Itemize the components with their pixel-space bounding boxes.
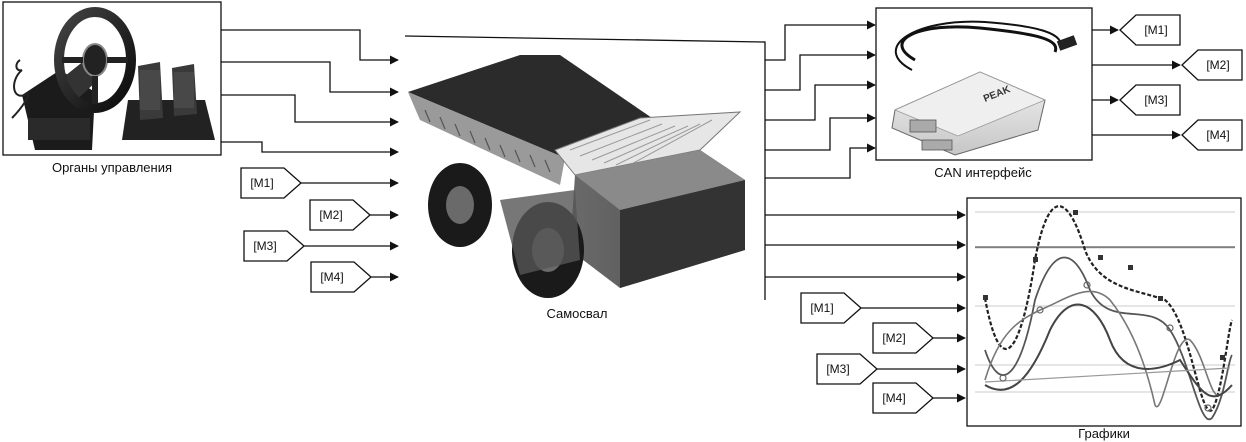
truck-input-tags: [M1] [M2] [M3] [M4] [241, 168, 398, 292]
graphs-input-tags: [M1] [M2] [M3] [M4] [801, 293, 965, 413]
controls-label: Органы управления [52, 160, 172, 175]
tag-m2-can: [M2] [1182, 50, 1242, 80]
tag-m4-graphs: [M4] [873, 383, 965, 413]
controls-block[interactable] [3, 2, 221, 155]
can-interface-block[interactable]: PEAK [876, 8, 1092, 160]
can-output-tags: [M1] [M2] [M3] [M4] [1092, 15, 1242, 150]
svg-text:[M2]: [M2] [1206, 58, 1229, 72]
svg-text:[M2]: [M2] [319, 208, 342, 222]
tag-m3-truck: [M3] [244, 231, 398, 261]
svg-text:[M1]: [M1] [250, 176, 273, 190]
tag-m3-can: [M3] [1120, 85, 1180, 115]
tag-m1-truck: [M1] [241, 168, 398, 198]
tag-m1-graphs: [M1] [801, 293, 965, 323]
svg-text:[M4]: [M4] [1206, 128, 1229, 142]
svg-text:[M2]: [M2] [882, 331, 905, 345]
svg-text:[M3]: [M3] [253, 239, 276, 253]
svg-text:[M3]: [M3] [826, 362, 849, 376]
graphs-block[interactable] [967, 198, 1241, 426]
svg-text:[M3]: [M3] [1144, 93, 1167, 107]
tag-m1-can: [M1] [1120, 15, 1180, 45]
tag-m4-can: [M4] [1182, 120, 1242, 150]
controls-to-truck-lines [221, 30, 398, 152]
tag-m2-graphs: [M2] [873, 323, 965, 353]
graphs-label: Графики [1078, 426, 1130, 441]
svg-text:[M1]: [M1] [810, 301, 833, 315]
can-interface-label: CAN интерфейс [934, 165, 1032, 180]
dump-truck-block[interactable] [408, 55, 745, 298]
svg-text:[M4]: [M4] [882, 391, 905, 405]
tag-m3-graphs: [M3] [817, 354, 965, 384]
svg-text:[M1]: [M1] [1144, 23, 1167, 37]
tag-m2-truck: [M2] [310, 200, 398, 230]
tag-m4-truck: [M4] [311, 262, 398, 292]
svg-text:[M4]: [M4] [320, 270, 343, 284]
truck-label: Самосвал [546, 306, 607, 321]
